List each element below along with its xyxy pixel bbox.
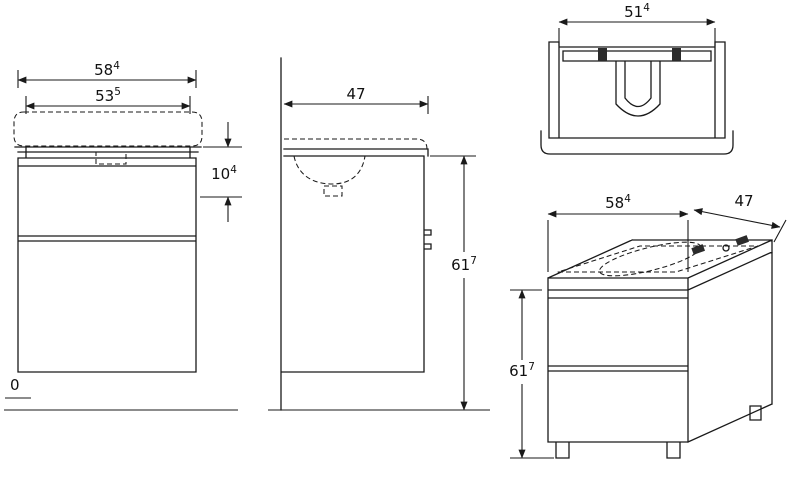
front-basin-height-dimension: 104 bbox=[200, 122, 242, 222]
cabinet-perspective-outline bbox=[547, 239, 773, 459]
basin-bowl-hidden-outline bbox=[598, 241, 702, 277]
extension-lines bbox=[558, 28, 716, 46]
perspective-width-label: 584 bbox=[605, 193, 631, 212]
front-width-outer-label: 584 bbox=[94, 60, 120, 79]
perspective-depth-dimension: 47 bbox=[693, 192, 787, 243]
perspective-depth-label: 47 bbox=[734, 192, 753, 210]
mounting-clip-left bbox=[598, 48, 607, 61]
top-view-outline bbox=[540, 41, 734, 155]
perspective-height-label: 617 bbox=[509, 361, 535, 380]
mounting-clip-back-left bbox=[691, 244, 706, 255]
cabinet-side-outline bbox=[280, 57, 432, 411]
front-width-outer-dimension: 584 bbox=[17, 60, 197, 88]
mounting-clip-right bbox=[672, 48, 681, 61]
ground-level-label: 0 bbox=[10, 376, 20, 394]
perspective-width-dimension: 584 bbox=[547, 193, 689, 272]
front-view: 584 535 104 0 bbox=[4, 60, 242, 411]
perspective-view: 584 47 617 bbox=[509, 192, 787, 459]
side-height-label: 617 bbox=[451, 255, 477, 274]
extension-lines bbox=[200, 146, 242, 198]
top-inner-width-dimension: 514 bbox=[558, 2, 716, 46]
mounting-clip-back-right bbox=[735, 235, 750, 246]
extension-line bbox=[773, 219, 787, 243]
perspective-height-dimension: 617 bbox=[509, 289, 554, 459]
tap-hole bbox=[722, 244, 730, 252]
ground-level: 0 bbox=[4, 376, 238, 411]
front-width-basin-dimension: 535 bbox=[25, 86, 191, 114]
cabinet-front-outline bbox=[14, 146, 202, 373]
top-inner-width-label: 514 bbox=[624, 2, 650, 21]
dimension-line bbox=[693, 208, 781, 229]
extension-lines bbox=[510, 289, 554, 459]
side-view: 47 617 bbox=[268, 57, 490, 411]
side-depth-dimension: 47 bbox=[283, 85, 429, 114]
top-view: 514 bbox=[540, 2, 734, 155]
side-depth-label: 47 bbox=[346, 85, 365, 103]
washbasin-hidden-outline bbox=[13, 111, 203, 165]
front-basin-height-label: 104 bbox=[211, 164, 237, 183]
ground-line-front bbox=[4, 397, 238, 411]
front-width-basin-label: 535 bbox=[95, 86, 121, 105]
side-height-dimension: 617 bbox=[430, 155, 477, 411]
washbasin-side-hidden-outline bbox=[284, 138, 428, 197]
